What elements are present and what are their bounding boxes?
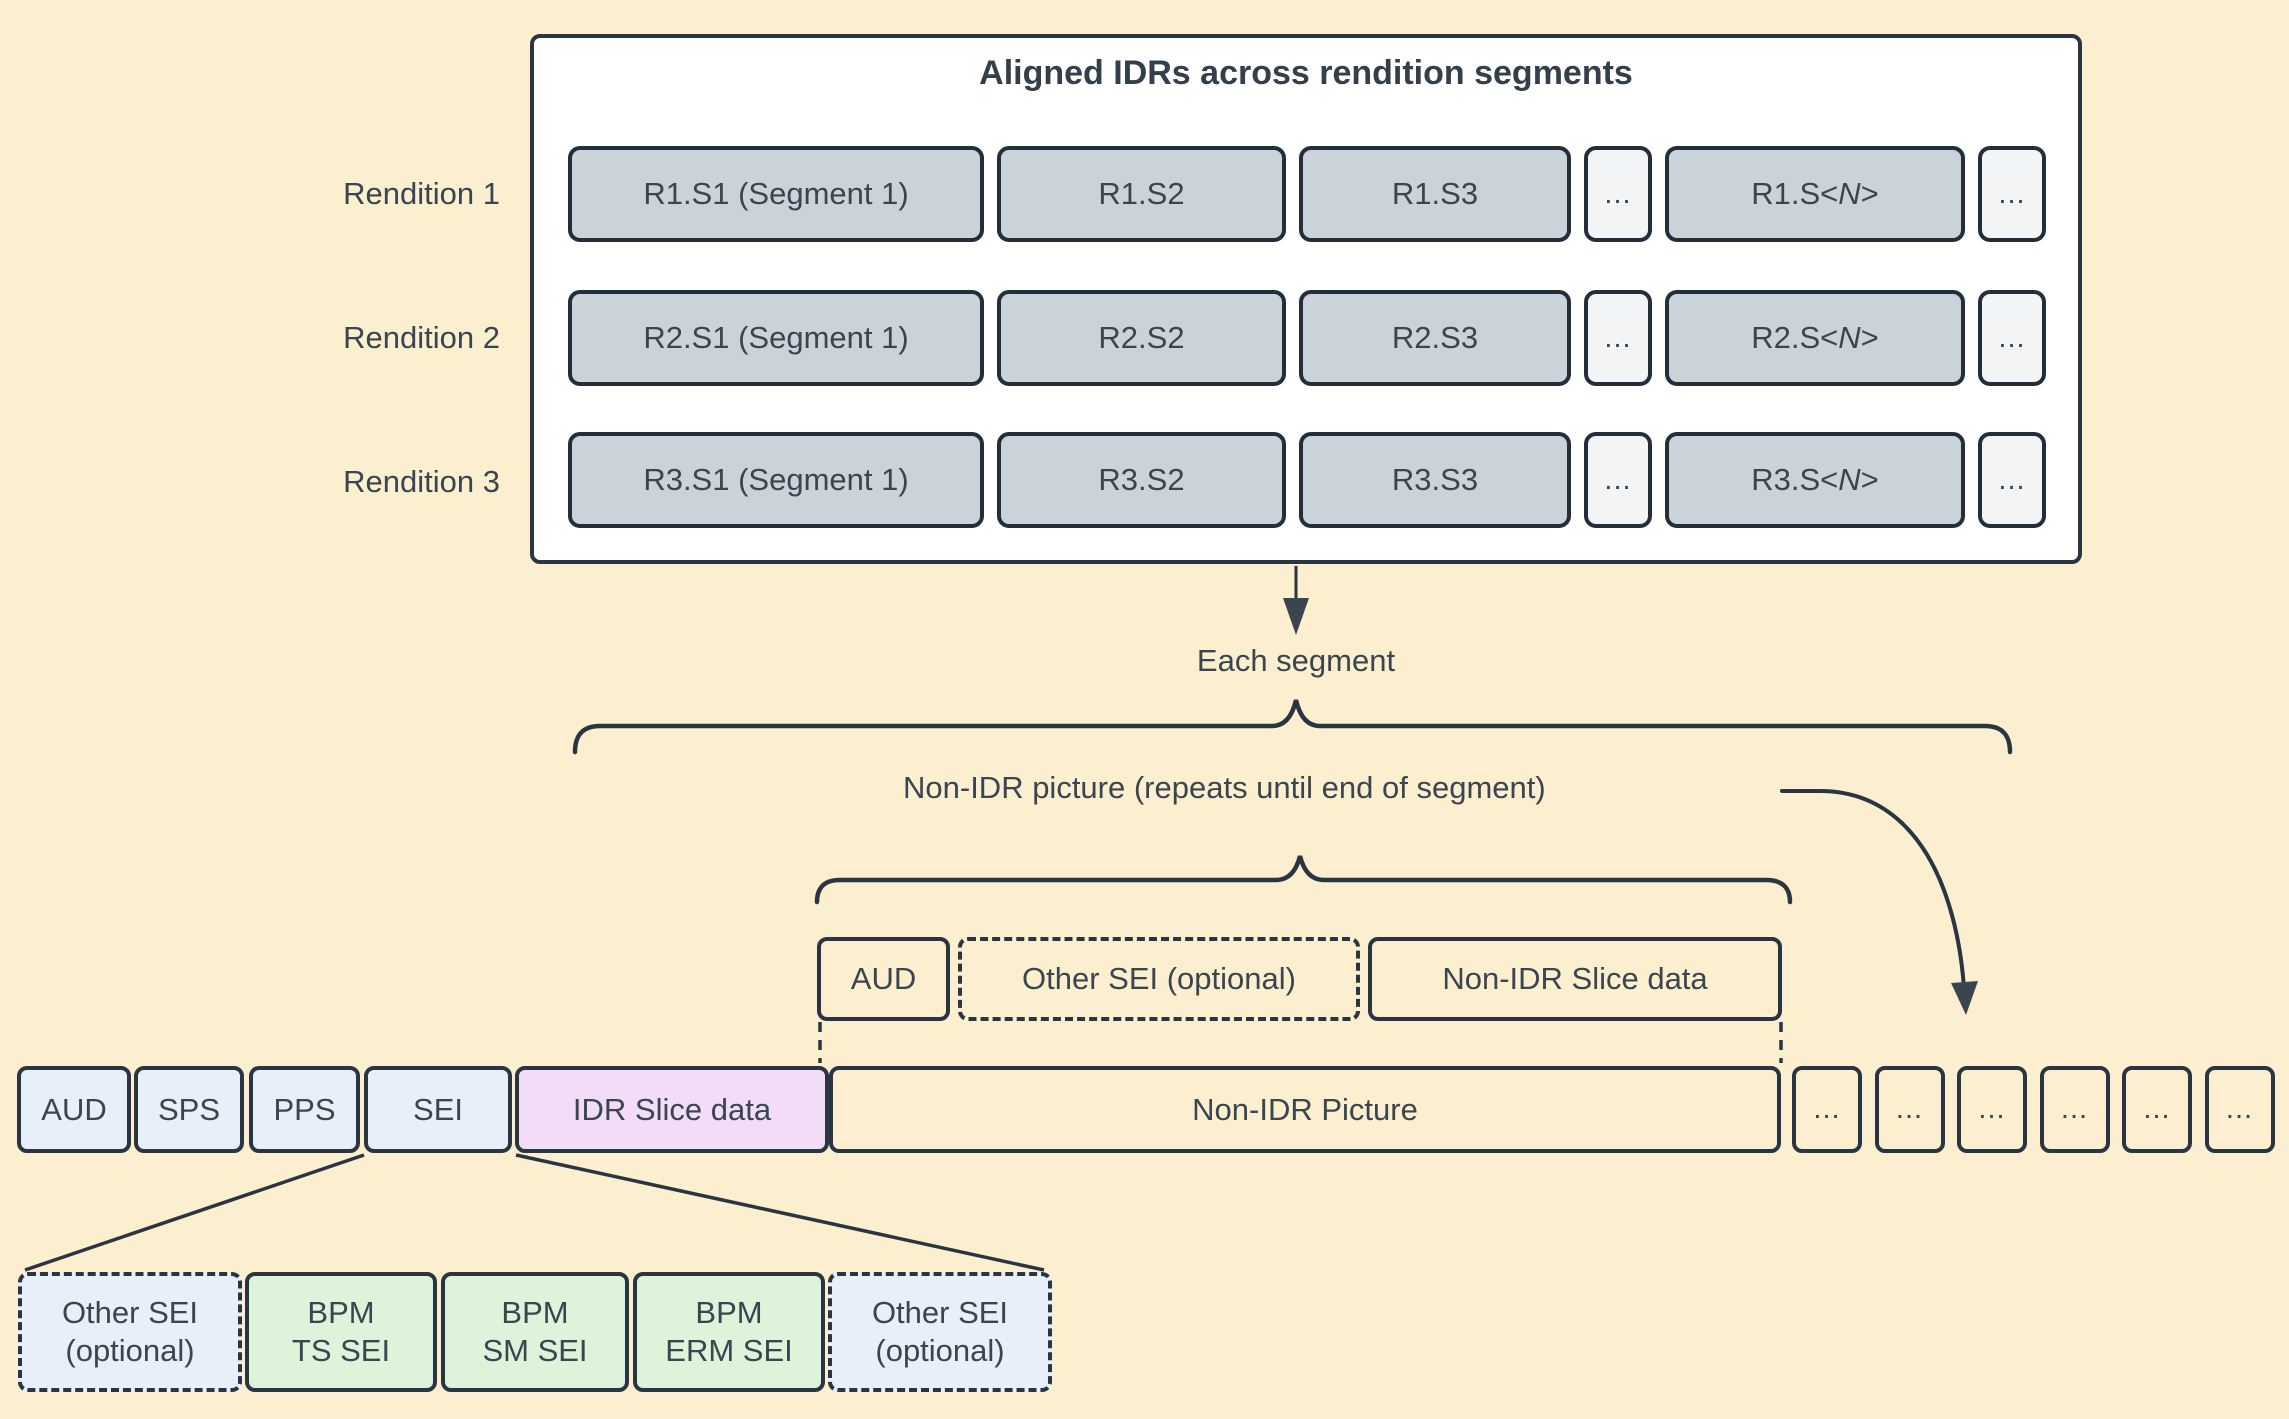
picture-slice-box: Non-IDR Slice data	[1368, 937, 1782, 1021]
box-line-1: BPM	[307, 1295, 375, 1331]
ellipsis-box: ...	[1978, 290, 2046, 386]
repeat-curved-arrow-icon	[1780, 789, 1978, 1015]
box-line-2: (optional)	[65, 1333, 195, 1368]
non-idr-picture-brace	[814, 855, 1793, 905]
other-sei-box: Other SEI (optional)	[18, 1272, 242, 1392]
stream-idr-slice-box: IDR Slice data	[515, 1066, 829, 1153]
renditions-panel: Aligned IDRs across rendition segments R…	[530, 34, 2082, 564]
rendition-row-3: R3.S1 (Segment 1) R3.S2 R3.S3 ... R3.S<N…	[568, 432, 2046, 528]
ellipsis-box: ...	[2039, 1066, 2110, 1153]
segment-n-prefix: R3.S<	[1751, 462, 1839, 497]
stream-sps-box: SPS	[134, 1066, 244, 1153]
other-sei-box: Other SEI (optional)	[828, 1272, 1052, 1392]
bpm-erm-sei-box: BPM ERM SEI	[633, 1272, 825, 1392]
box-line-1: BPM	[501, 1295, 569, 1331]
box-line-2: (optional)	[875, 1333, 1005, 1368]
ellipsis-box: ...	[1584, 146, 1652, 242]
rendition-label-2: Rendition 2	[343, 320, 500, 355]
each-segment-label: Each segment	[1196, 643, 1396, 678]
rendition-label-3: Rendition 3	[343, 464, 500, 499]
rendition-row-1: R1.S1 (Segment 1) R1.S2 R1.S3 ... R1.S<N…	[568, 146, 2046, 242]
ellipsis-box: ...	[1584, 290, 1652, 386]
segment-box: R1.S2	[997, 146, 1286, 242]
ellipsis-box: ...	[2122, 1066, 2192, 1153]
segment-box: R2.S1 (Segment 1)	[568, 290, 984, 386]
segment-n-box: R2.S<N>	[1665, 290, 1965, 386]
picture-other-sei-box: Other SEI (optional)	[958, 937, 1360, 1021]
box-line-1: Other SEI	[61, 1295, 199, 1331]
picture-aud-box: AUD	[817, 937, 950, 1021]
non-idr-repeat-label: Non-IDR picture (repeats until end of se…	[903, 770, 1546, 805]
rendition-label-1: Rendition 1	[343, 176, 500, 211]
ellipsis-box: ...	[2204, 1066, 2275, 1153]
segment-box: R3.S2	[997, 432, 1286, 528]
segment-box: R1.S1 (Segment 1)	[568, 146, 984, 242]
ellipsis-box: ...	[1978, 432, 2046, 528]
stream-non-idr-picture-box: Non-IDR Picture	[829, 1066, 1781, 1153]
box-line-2: TS SEI	[291, 1333, 391, 1368]
segment-n-suffix: >	[1860, 176, 1879, 211]
box-line-1: Other SEI	[871, 1295, 1009, 1331]
segment-box: R1.S3	[1299, 146, 1571, 242]
ellipsis-box: ...	[1978, 146, 2046, 242]
box-line-1: BPM	[695, 1295, 763, 1331]
box-line-2: ERM SEI	[665, 1333, 793, 1368]
ellipsis-box: ...	[1584, 432, 1652, 528]
segment-box: R3.S3	[1299, 432, 1571, 528]
segment-n-box: R3.S<N>	[1665, 432, 1965, 528]
rendition-row-2: R2.S1 (Segment 1) R2.S2 R2.S3 ... R2.S<N…	[568, 290, 2046, 386]
segment-n-box: R1.S<N>	[1665, 146, 1965, 242]
down-arrow-icon	[1283, 566, 1309, 635]
panel-title: Aligned IDRs across rendition segments	[979, 54, 1633, 92]
segment-n-variable: N	[1838, 176, 1861, 211]
bpm-ts-sei-box: BPM TS SEI	[245, 1272, 437, 1392]
segment-n-variable: N	[1838, 462, 1861, 497]
segment-n-suffix: >	[1860, 462, 1879, 497]
ellipsis-box: ...	[1957, 1066, 2027, 1153]
dashed-connector-lines	[818, 1022, 1783, 1063]
ellipsis-box: ...	[1792, 1066, 1862, 1153]
segment-n-prefix: R1.S<	[1751, 176, 1839, 211]
each-segment-brace	[572, 699, 2013, 755]
stream-sei-box: SEI	[364, 1066, 512, 1153]
sei-expansion-lines	[24, 1153, 1045, 1272]
segment-box: R3.S1 (Segment 1)	[568, 432, 984, 528]
segment-n-prefix: R2.S<	[1751, 320, 1839, 355]
bpm-sm-sei-box: BPM SM SEI	[441, 1272, 629, 1392]
segment-box: R2.S3	[1299, 290, 1571, 386]
ellipsis-box: ...	[1874, 1066, 1945, 1153]
segment-n-suffix: >	[1860, 320, 1879, 355]
stream-pps-box: PPS	[249, 1066, 360, 1153]
stream-aud-box: AUD	[17, 1066, 131, 1153]
segment-box: R2.S2	[997, 290, 1286, 386]
box-line-2: SM SEI	[482, 1333, 588, 1368]
segment-n-variable: N	[1838, 320, 1861, 355]
